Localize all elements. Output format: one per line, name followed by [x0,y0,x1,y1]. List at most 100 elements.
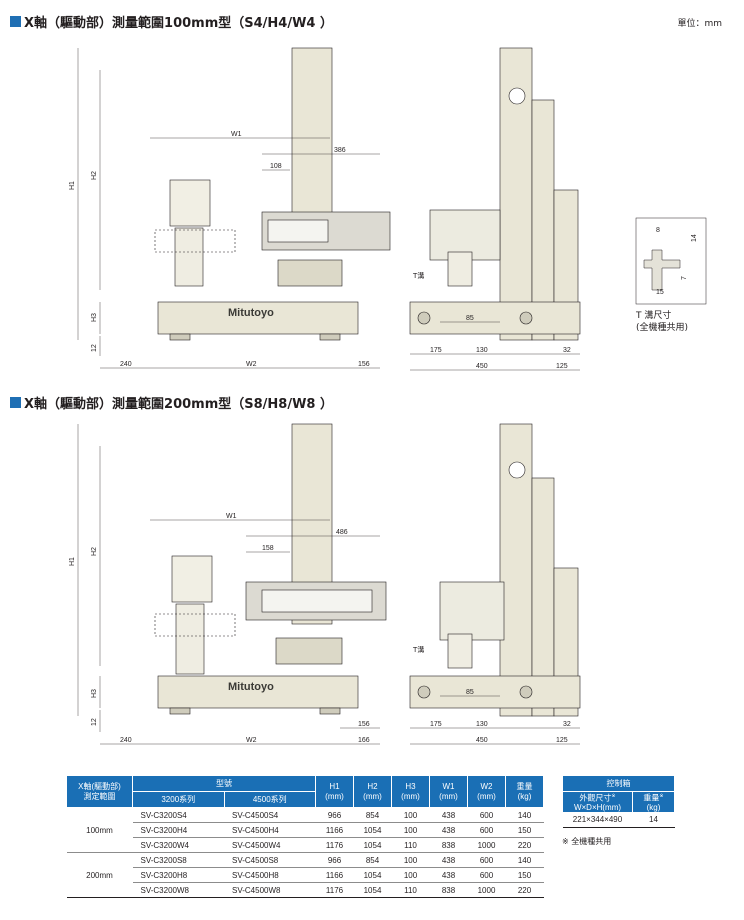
tslot-caption-line1: T 溝尺寸 [636,311,672,321]
value-w1: 438 [429,822,468,838]
workpiece-front [154,613,236,637]
dim-32: 32 [563,347,571,354]
foot-left-front [169,707,191,715]
range-cell: 100mm [66,807,133,853]
value-w2: 1000 [467,882,506,898]
table-row: 221×344×490 14 [562,812,675,828]
value-weight: 150 [505,822,544,838]
dim-85: 85 [466,315,474,322]
value-h2: 854 [353,852,392,868]
value-h2: 1054 [353,882,392,898]
col-head-weight: 重量(kg) [505,775,544,808]
table-row: SV-C3200W4 SV-C4500W4 1176 1054 110 838 … [67,837,544,853]
dim-240: 240 [120,737,132,744]
dim-130: 130 [476,721,488,728]
tslot-dim-7: 7 [681,276,688,280]
leveling-screw-left [417,311,431,325]
dim-166: 166 [358,737,370,744]
dim-108: 108 [270,163,282,170]
column-cap-knob [508,87,526,105]
section2-title: X軸（驅動部）測量範圍200mm型（S8/H8/W8 ） [10,393,333,412]
section1-title-text: X軸（驅動部）測量範圍100mm型（S4/H4/W4 ） [24,16,333,31]
control-box-table: 控制箱 外觀尺寸※W×D×H(mm) 重量※(kg) 221×344×490 1… [562,775,675,828]
dim-h2: H2 [91,547,98,556]
value-w1: 438 [429,852,468,868]
leveling-screw-right [519,311,533,325]
dim-175: 175 [430,347,442,354]
range-cell: 200mm [66,852,133,898]
col-head-ctrl-weight: 重量※(kg) [632,791,675,813]
dim-450: 450 [476,737,488,744]
dim-h1: H1 [69,181,76,190]
dim-240: 240 [120,361,132,368]
drive-scale-front [267,219,329,243]
dim-w2: W2 [246,361,257,368]
tslot-caption-line2: (全機種共用) [636,323,689,333]
value-h3: 100 [391,852,430,868]
value-h2: 1054 [353,867,392,883]
control-box-size: 221×344×490 [562,812,633,828]
section1-drawing: Mitutoyo W1 386 108 H1 H2 H3 12 240 W2 1… [0,40,744,380]
value-w2: 600 [467,867,506,883]
t-slot-detail [635,217,707,305]
t-slot-label-2: T溝 [412,645,424,654]
model-4500: SV-C4500S8 [224,852,316,868]
value-weight: 140 [505,852,544,868]
table-row: SV-C3200H8 SV-C4500H8 1166 1054 100 438 … [67,867,544,883]
model-4500: SV-C4500W8 [224,882,316,898]
col-head-model: 型號 [132,775,316,792]
spec-table: X軸(驅動部) 測定範圍 型號 H1(mm) H2(mm) H3(mm) W1(… [66,775,544,898]
dim-386: 386 [334,147,346,154]
probe-side [447,251,473,287]
dim-156: 156 [358,721,370,728]
value-h1: 966 [315,807,354,823]
value-h1: 1166 [315,822,354,838]
value-h1: 1176 [315,837,354,853]
stand-post-front [175,603,205,675]
dim-w2: W2 [246,737,257,744]
unit-note: 單位：mm [677,19,722,29]
control-box-note: ※ 全機種共用 [562,837,612,846]
col-head-h2: H2(mm) [353,775,392,808]
model-3200: SV-C3200S4 [132,807,224,823]
probe-holder-front [171,555,213,603]
section2-drawing: Mitutoyo W1 486 158 H1 H2 H3 12 240 W2 1… [0,418,744,758]
dim-32: 32 [563,721,571,728]
base-side [409,675,581,709]
brand-logo-front: Mitutoyo [228,307,274,319]
dim-12: 12 [91,718,98,726]
model-3200: SV-C3200W4 [132,837,224,853]
dim-130: 130 [476,347,488,354]
base-front [157,675,359,709]
value-h1: 1166 [315,867,354,883]
col-head-size: 外觀尺寸※W×D×H(mm) [562,791,633,813]
model-4500: SV-C4500H4 [224,822,316,838]
foot-right-front [319,333,341,341]
leveling-screw-left [417,685,431,699]
dim-h3: H3 [91,313,98,322]
model-4500: SV-C4500W4 [224,837,316,853]
table-row: 100mm SV-C3200S4 SV-C4500S4 966 854 100 … [66,807,544,853]
value-w2: 1000 [467,837,506,853]
col-head-h3: H3(mm) [391,775,430,808]
brand-logo-front: Mitutoyo [228,681,274,693]
model-3200: SV-C3200S8 [132,852,224,868]
workpiece-front [154,229,236,253]
tslot-dim-14: 14 [691,234,698,242]
table-row: SV-C3200H4 SV-C4500H4 1166 1054 100 438 … [67,822,544,838]
dim-450: 450 [476,363,488,370]
value-h3: 100 [391,822,430,838]
section1-title: X軸（驅動部）測量範圍100mm型（S4/H4/W4 ） [10,12,333,31]
base-side [409,301,581,335]
value-h1: 1176 [315,882,354,898]
tslot-dim-8: 8 [656,227,660,234]
col-head-range: X軸(驅動部) 測定範圍 [66,775,133,808]
value-w2: 600 [467,807,506,823]
front-side-view-200mm: Mitutoyo W1 486 158 H1 H2 H3 12 240 W2 1… [69,423,581,745]
value-weight: 150 [505,867,544,883]
dim-h2: H2 [91,171,98,180]
table-row: 200mm SV-C3200S8 SV-C4500S8 966 854 100 … [66,852,544,898]
control-box-title: 控制箱 [562,775,675,792]
col-head-w2: W2(mm) [467,775,506,808]
value-w1: 438 [429,867,468,883]
